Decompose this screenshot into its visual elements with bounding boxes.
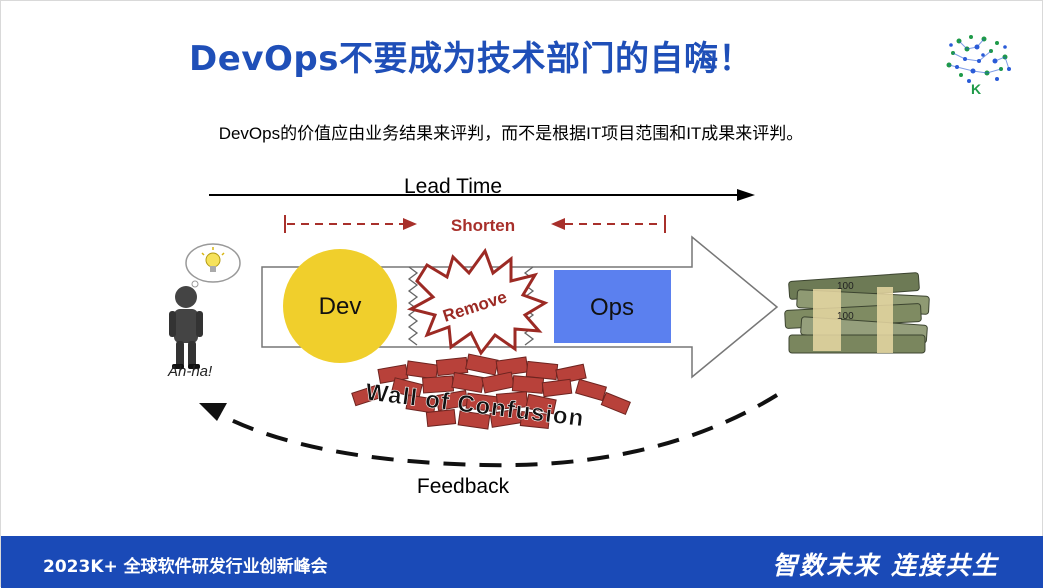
slide-title: DevOps不要成为技术部门的自嗨！ <box>189 39 753 79</box>
money-stack-icon: 100 100 <box>784 272 930 354</box>
ah-ha-label: Ah-ha! <box>167 363 213 380</box>
lead-time-arrow <box>209 189 755 201</box>
shorten-label: Shorten <box>451 216 515 235</box>
shorten-arrowhead-left <box>551 218 565 230</box>
dev-circle <box>283 249 397 363</box>
feedback-label: Feedback <box>417 475 510 498</box>
feedback-arc <box>216 393 779 468</box>
svg-text:100: 100 <box>837 311 854 322</box>
slide-subtitle: DevOps的价值应由业务结果来评判，而不是根据IT项目范围和IT成果来评判。 <box>218 124 804 143</box>
ops-box <box>554 270 671 343</box>
ops-label: Ops <box>590 294 634 321</box>
lightbulb-thought-icon <box>185 243 241 288</box>
logo-letter: K <box>971 81 982 97</box>
event-name: 2023K+ 全球软件研发行业创新峰会 <box>43 557 328 577</box>
remove-burst <box>406 247 549 356</box>
svg-text:100: 100 <box>837 281 854 292</box>
feedback-arrowhead <box>199 403 227 421</box>
brick-wall <box>351 353 631 430</box>
person-icon <box>169 286 203 369</box>
slogan: 智数未来 连接共生 <box>772 551 999 580</box>
shorten-arrows <box>284 215 666 233</box>
logo-icon <box>946 35 1011 83</box>
devops-diagram: Lead Time Shorten Dev Ops Remove <box>167 175 930 498</box>
footer-bar: 2023K+ 全球软件研发行业创新峰会 智数未来 连接共生 <box>1 536 1043 588</box>
dev-label: Dev <box>319 293 362 320</box>
dev-torn-edge <box>407 266 419 346</box>
shorten-arrowhead-right <box>403 218 417 230</box>
lead-time-label: Lead Time <box>404 175 502 198</box>
